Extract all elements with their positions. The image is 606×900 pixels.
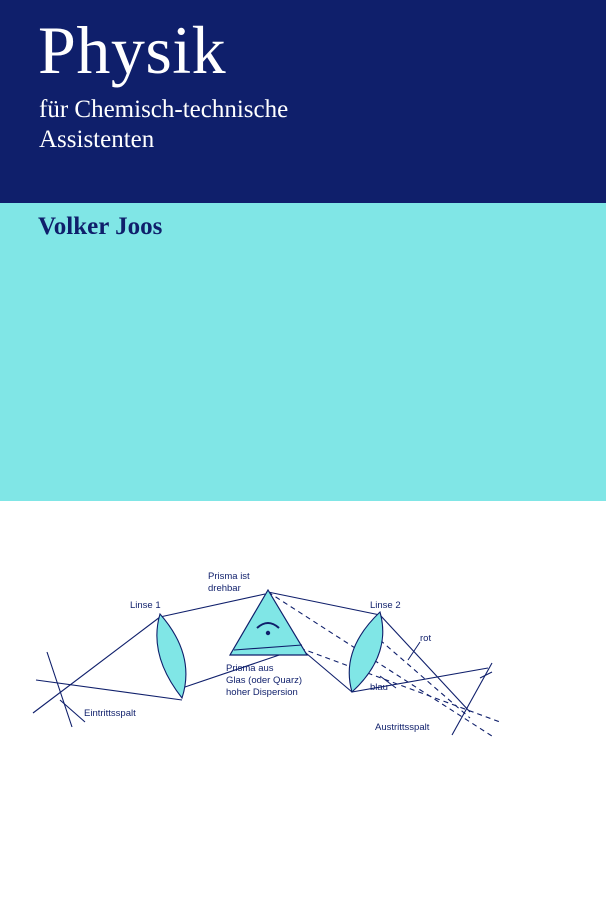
lens-1 bbox=[156, 612, 187, 700]
ray-exit-lower bbox=[351, 667, 489, 693]
entrance-slit-label: Eintrittsspalt bbox=[84, 708, 136, 719]
prism-rotatable-label-2: drehbar bbox=[208, 583, 241, 594]
lens-2 bbox=[348, 610, 384, 694]
lens-2-label: Linse 2 bbox=[370, 600, 401, 611]
red-marker bbox=[407, 641, 421, 661]
ray-in-lower bbox=[35, 679, 183, 701]
ray-in-upper bbox=[32, 616, 161, 714]
ray-in-prism bbox=[233, 644, 303, 651]
blue-label: blau bbox=[370, 682, 388, 693]
prism-material-label-2: Glas (oder Quarz) bbox=[226, 675, 302, 686]
ray-blue-2 bbox=[299, 647, 501, 723]
blue-marker bbox=[379, 675, 397, 689]
author-name: Volker Joos bbox=[38, 213, 163, 240]
book-title: Physik bbox=[38, 12, 227, 88]
subtitle-line-2: Assistenten bbox=[39, 126, 155, 153]
ray-out-upper bbox=[267, 591, 381, 616]
exit-slit-label: Austrittsspalt bbox=[375, 722, 430, 733]
ray-blue-3 bbox=[379, 639, 471, 719]
book-subtitle: für Chemisch-technische Assistenten bbox=[39, 95, 288, 155]
prism-rotatable-label-1: Prisma ist bbox=[208, 571, 250, 582]
ray-red bbox=[379, 614, 471, 713]
ray-out-lower bbox=[299, 647, 353, 693]
title-band: Physik für Chemisch-technische Assistent… bbox=[0, 0, 606, 203]
entrance-slit-line bbox=[46, 651, 73, 728]
author-band: Volker Joos bbox=[0, 203, 606, 501]
red-label: rot bbox=[420, 633, 431, 644]
prism-pivot bbox=[265, 630, 271, 636]
prism-material-label-3: hoher Dispersion bbox=[226, 687, 298, 698]
ray-blue-1 bbox=[267, 591, 496, 739]
prism-rotation-arrow-icon bbox=[256, 622, 280, 629]
prism-material-label-1: Prisma aus bbox=[226, 663, 274, 674]
ray-extension bbox=[59, 699, 86, 723]
subtitle-line-1: für Chemisch-technische bbox=[39, 96, 289, 123]
ray-to-prism-upper bbox=[159, 593, 266, 618]
spectrometer-diagram: Prisma ist drehbar Linse 1 Linse 2 Prism… bbox=[32, 571, 501, 739]
exit-tick bbox=[479, 671, 493, 679]
lens-1-label: Linse 1 bbox=[130, 600, 161, 611]
